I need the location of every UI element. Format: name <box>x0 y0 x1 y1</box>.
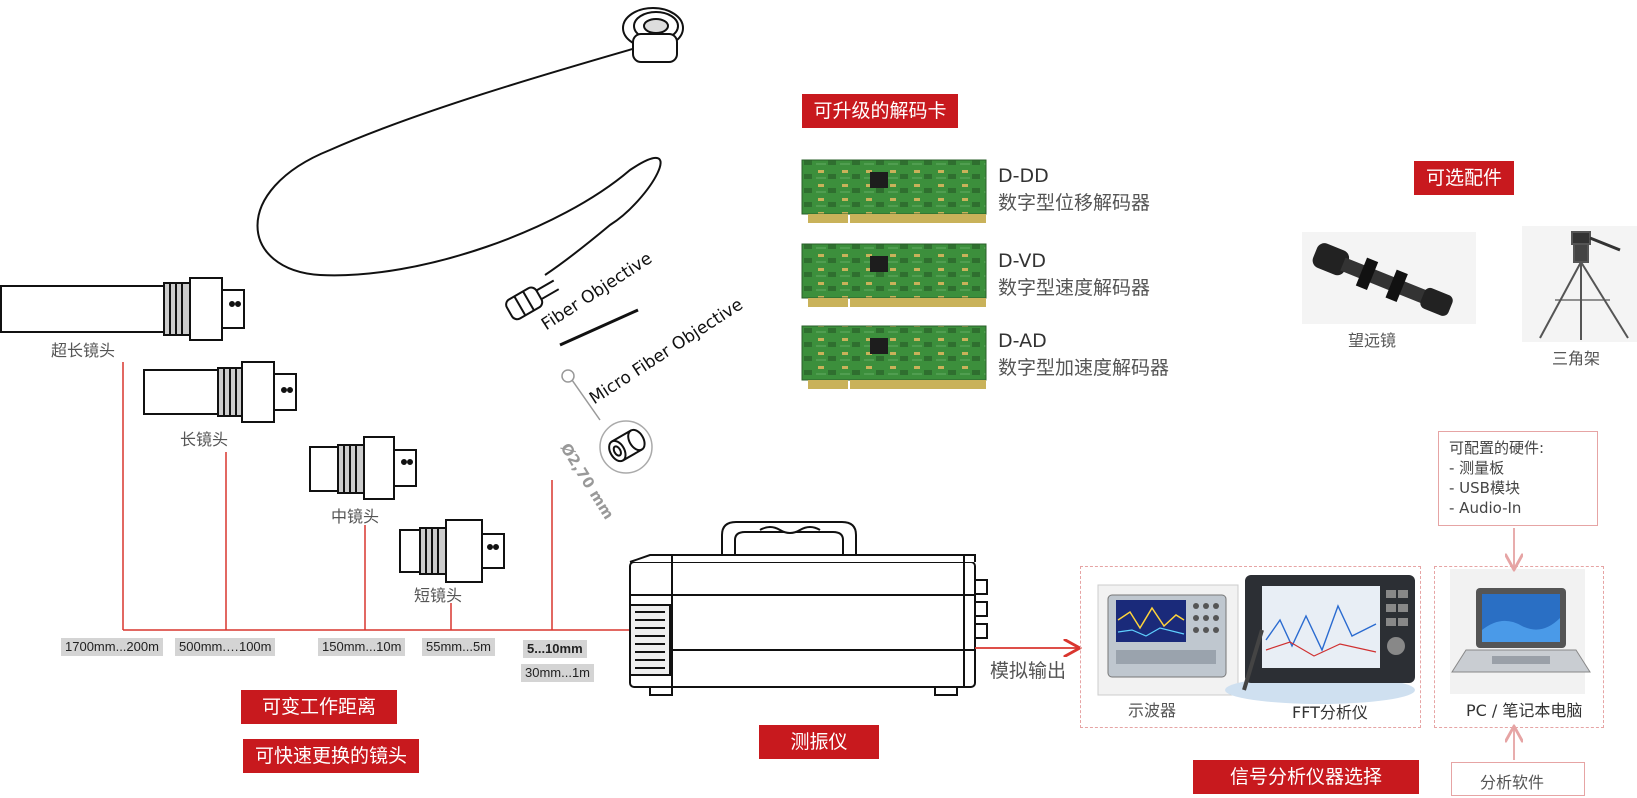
upgradable-cards-tag: 可升级的解码卡 <box>802 94 958 128</box>
telescope-illustration <box>1302 232 1476 324</box>
analog-output-label: 模拟输出 <box>990 660 1067 682</box>
range-medium: 150mm...10m <box>318 638 406 656</box>
decoder-desc-2: 数字型速度解码器 <box>998 277 1151 299</box>
hardware-title: 可配置的硬件: <box>1449 439 1545 457</box>
decoder-name-3: D-AD <box>998 330 1047 352</box>
range-micro-fiber: 30mm...1m <box>521 664 595 682</box>
fft-analyzer-illustration <box>1225 575 1415 704</box>
decoder-desc-1: 数字型位移解码器 <box>998 192 1151 214</box>
lens-long-label: 长镜头 <box>180 430 229 449</box>
variable-distance-tag: 可变工作距离 <box>241 690 397 724</box>
lens-short-label: 短镜头 <box>414 586 463 605</box>
hardware-item-3: - Audio-In <box>1449 499 1522 517</box>
configurable-hardware-box: 可配置的硬件: - 测量板 - USB模块 - Audio-In <box>1438 431 1598 526</box>
pc-label: PC / 笔记本电脑 <box>1466 701 1583 720</box>
signal-instruments-box <box>1080 566 1421 728</box>
decoder-card-illustrations <box>801 159 987 389</box>
laptop-illustration <box>1450 569 1591 694</box>
tripod-illustration <box>1522 226 1637 342</box>
tripod-label: 三角架 <box>1552 349 1601 368</box>
hardware-item-1: - 测量板 <box>1449 459 1505 477</box>
lens-medium-illustration <box>309 436 417 500</box>
range-extra-long: 1700mm...200m <box>61 638 163 656</box>
decoder-desc-3: 数字型加速度解码器 <box>998 357 1170 379</box>
range-fiber: 5...10mm <box>523 640 587 658</box>
oscilloscope-illustration <box>1097 584 1239 696</box>
vibrometer-illustration <box>629 521 988 696</box>
signal-analyzer-tag: 信号分析仪器选择 <box>1193 760 1419 794</box>
hardware-item-2: - USB模块 <box>1449 479 1520 497</box>
decoder-name-2: D-VD <box>998 250 1047 272</box>
analysis-software-box: 分析软件 <box>1451 762 1585 796</box>
telescope-label: 望远镜 <box>1348 331 1397 350</box>
quick-lens-tag: 可快速更换的镜头 <box>243 739 419 773</box>
range-long: 500mm.…100m <box>175 638 276 656</box>
distance-lines <box>122 362 630 631</box>
lens-medium-label: 中镜头 <box>331 507 380 526</box>
analysis-software-label: 分析软件 <box>1480 773 1545 792</box>
decoder-name-1: D-DD <box>998 165 1049 187</box>
range-short: 55mm...5m <box>422 638 496 656</box>
optional-accessories-tag: 可选配件 <box>1414 161 1514 195</box>
lens-extra-long-illustration <box>0 277 245 341</box>
fiber-cable-illustration <box>256 7 684 474</box>
lens-short-illustration <box>399 519 505 583</box>
vibrometer-tag: 测振仪 <box>759 725 879 759</box>
lens-extra-long-label: 超长镜头 <box>51 341 116 360</box>
oscilloscope-label: 示波器 <box>1128 701 1177 720</box>
fft-analyzer-label: FFT分析仪 <box>1292 703 1368 722</box>
lens-long-illustration <box>143 361 297 423</box>
pc-box <box>1434 566 1604 728</box>
